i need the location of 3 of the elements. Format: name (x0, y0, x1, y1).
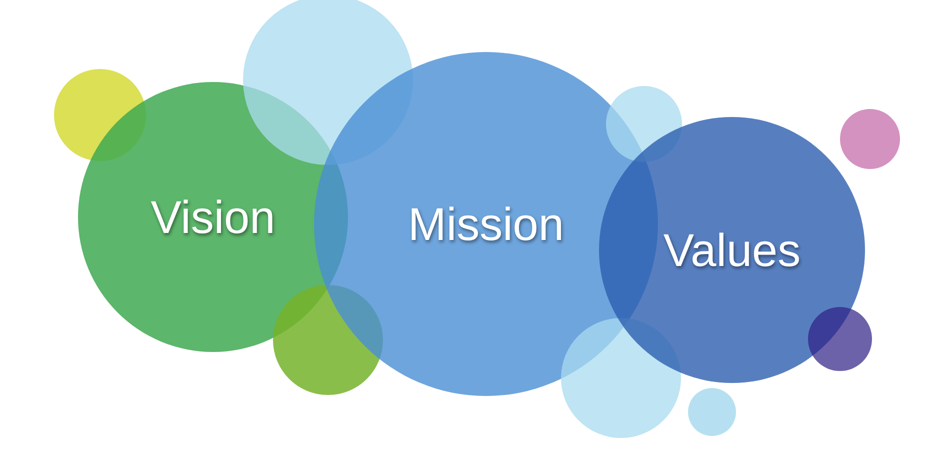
circle-label: Values (663, 227, 801, 273)
circle-label: Vision (150, 194, 276, 240)
circle-label: Mission (408, 201, 564, 247)
